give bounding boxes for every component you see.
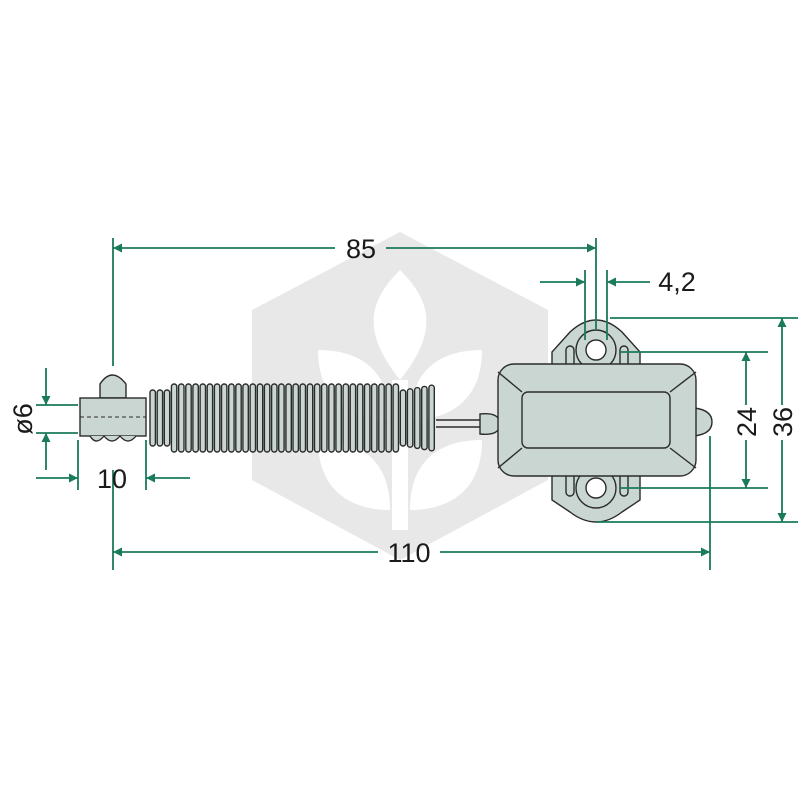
spring-coil-turn xyxy=(299,383,307,453)
spring-coil-turn xyxy=(392,383,400,453)
spring-coil-turn xyxy=(421,385,428,451)
spring-coil-turn xyxy=(428,384,435,452)
spring-coil-turn xyxy=(156,389,164,447)
spring-coil-turn xyxy=(227,383,235,453)
spring-coil-turn xyxy=(199,383,207,453)
eye-end xyxy=(79,374,147,442)
spring-coil-turn xyxy=(385,383,393,453)
spring-coil-turn xyxy=(370,383,378,453)
spring-coil-turn xyxy=(413,386,421,450)
dim-label-10: 10 xyxy=(97,464,127,494)
dim-label-110: 110 xyxy=(387,538,430,568)
spring-coil-turn xyxy=(328,383,335,453)
dim-label-85: 85 xyxy=(346,234,376,264)
spring-coil-turn xyxy=(306,383,314,453)
spring-coil-turn xyxy=(242,383,249,453)
spring-coil-turn xyxy=(285,383,292,453)
connecting-wire xyxy=(436,413,501,435)
spring-coil-turn xyxy=(263,383,271,453)
coil-spring xyxy=(149,383,435,453)
spring-coil-turn xyxy=(192,383,199,453)
spring-coil-turn xyxy=(177,383,185,453)
dim-label-24: 24 xyxy=(732,407,762,437)
spring-coil-turn xyxy=(406,388,414,448)
spring-coil-turn xyxy=(256,383,264,453)
spring-coil-turn xyxy=(313,383,321,453)
spring-coil-turn xyxy=(335,383,342,453)
spring-coil-turn xyxy=(320,383,328,453)
dimension-lines xyxy=(36,238,798,570)
spring-coil-turn xyxy=(378,383,385,453)
spring-coil-turn xyxy=(163,389,171,447)
dim-label-eye-diameter: ø6 xyxy=(8,403,38,435)
spring-coil-turn xyxy=(399,389,407,447)
spring-coil-turn xyxy=(170,383,178,453)
spring-coil-turn xyxy=(363,383,371,453)
spring-coil-turn xyxy=(206,383,214,453)
spring-coil-turn xyxy=(349,383,357,453)
dim-label-4-2: 4,2 xyxy=(658,267,696,297)
spring-coil-turn xyxy=(220,383,228,453)
spring-coil-turn xyxy=(235,383,242,453)
spring-coil-turn xyxy=(342,383,350,453)
spring-coil-turn xyxy=(249,383,257,453)
spring-cable-part xyxy=(79,319,713,523)
spring-coil-turn xyxy=(213,383,221,453)
spring-coil-turn xyxy=(185,383,192,453)
spring-coil-turn xyxy=(292,383,300,453)
spring-coil-turn xyxy=(356,383,364,453)
spring-coil-turn xyxy=(270,383,278,453)
spring-coil-turn xyxy=(278,383,285,453)
dim-label-36: 36 xyxy=(768,407,798,437)
spring-coil-turn xyxy=(149,389,157,447)
